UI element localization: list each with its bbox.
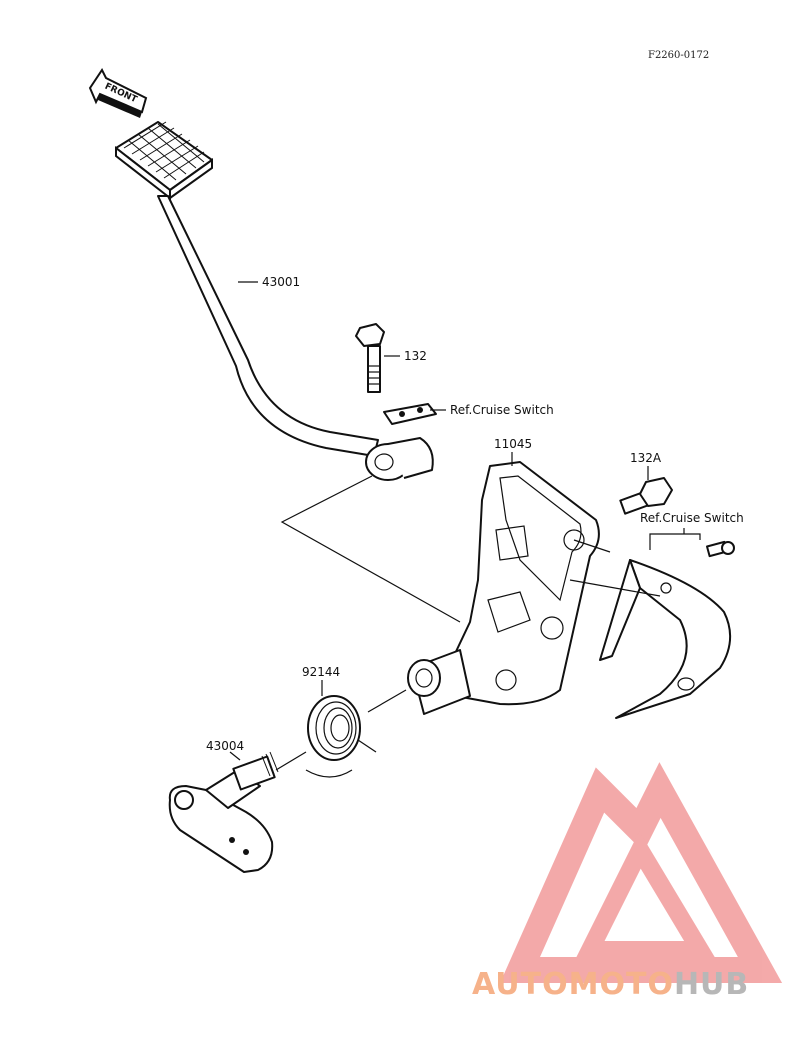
brake-pedal-43001	[115, 121, 434, 481]
drawing-code: F2260-0172	[648, 50, 709, 61]
callout-43001: 43001	[262, 275, 300, 289]
watermark-hub: HUB	[674, 967, 749, 1002]
shaft-43004	[168, 751, 279, 873]
svg-text:AUTOMOTOHUB: AUTOMOTOHUB	[472, 967, 749, 1002]
callout-ref-cruise-switch-1: Ref.Cruise Switch	[450, 403, 554, 417]
assembly-lines	[275, 475, 661, 771]
front-arrow-icon: FRONT	[88, 68, 148, 118]
bolt-132	[355, 323, 385, 393]
callout-132A: 132A	[630, 451, 662, 465]
automotohub-logo	[499, 762, 783, 983]
callout-ref-cruise-switch-2: Ref.Cruise Switch	[640, 511, 744, 525]
cruise-switch-cover	[599, 559, 731, 719]
bolt-132A	[619, 477, 673, 515]
spring-92144	[305, 695, 377, 778]
callout-132: 132	[404, 349, 427, 363]
screw-small	[706, 540, 735, 558]
watermark-automoto: AUTOMOTO	[472, 967, 674, 1002]
cruise-switch-plate	[383, 403, 437, 425]
automotohub-wordmark: AUTOMOTOHUB	[472, 967, 749, 1002]
callout-43004: 43004	[206, 739, 244, 753]
callout-11045: 11045	[494, 437, 532, 451]
bracket-11045	[407, 461, 600, 715]
callout-92144: 92144	[302, 665, 340, 679]
